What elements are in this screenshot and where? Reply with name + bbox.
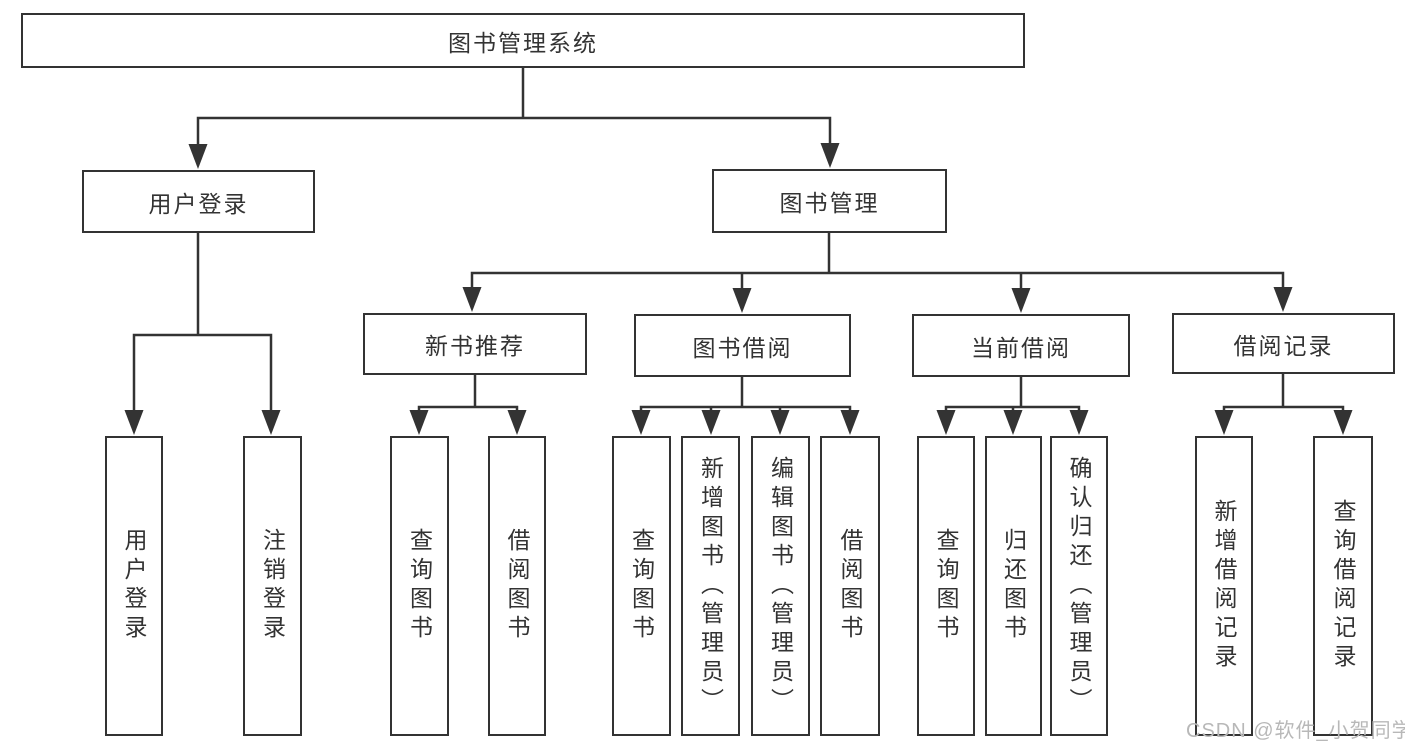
- arrow-down-icon: [188, 144, 208, 169]
- leaf-logout: 注销登录: [243, 436, 302, 736]
- arrow-down-icon: [701, 410, 721, 435]
- arrow-down-icon: [462, 287, 482, 312]
- arrow-down-icon: [732, 288, 752, 313]
- leaf-query-books-current: 查询图书: [917, 436, 975, 736]
- arrow-down-icon: [820, 143, 840, 168]
- arrow-down-icon: [124, 410, 144, 435]
- arrow-down-icon: [1003, 410, 1023, 435]
- leaf-query-borrow-record: 查询借阅记录: [1313, 436, 1373, 736]
- node-new-book-recommend: 新书推荐: [363, 313, 587, 375]
- leaf-add-borrow-record: 新增借阅记录: [1195, 436, 1253, 736]
- node-current-borrowing: 当前借阅: [912, 314, 1130, 377]
- leaf-user-login: 用户登录: [105, 436, 163, 736]
- node-root-system: 图书管理系统: [21, 13, 1025, 68]
- leaf-borrow-books-recommend: 借阅图书: [488, 436, 546, 736]
- node-borrow-records: 借阅记录: [1172, 313, 1395, 374]
- arrow-down-icon: [631, 410, 651, 435]
- arrow-down-icon: [840, 410, 860, 435]
- leaf-add-books-admin: 新增图书（管理员）: [681, 436, 740, 736]
- arrow-down-icon: [261, 410, 281, 435]
- leaf-edit-books-admin: 编辑图书（管理员）: [751, 436, 810, 736]
- arrow-down-icon: [1273, 287, 1293, 312]
- arrow-down-icon: [1214, 410, 1234, 435]
- arrow-down-icon: [409, 410, 429, 435]
- node-book-management: 图书管理: [712, 169, 947, 233]
- connector-path: [132, 68, 1345, 411]
- arrow-down-icon: [507, 410, 527, 435]
- arrow-down-icon: [1333, 410, 1353, 435]
- arrow-down-icon: [1011, 288, 1031, 313]
- leaf-borrow-books: 借阅图书: [820, 436, 880, 736]
- leaf-confirm-return-admin: 确认归还（管理员）: [1050, 436, 1108, 736]
- node-user-login: 用户登录: [82, 170, 315, 233]
- node-book-borrowing: 图书借阅: [634, 314, 851, 377]
- leaf-query-books-recommend: 查询图书: [390, 436, 449, 736]
- arrow-down-icon: [1069, 410, 1089, 435]
- arrow-down-icon: [936, 410, 956, 435]
- leaf-query-books-borrow: 查询图书: [612, 436, 671, 736]
- arrow-down-icon: [770, 410, 790, 435]
- leaf-return-books: 归还图书: [985, 436, 1042, 736]
- csdn-watermark: CSDN @软件_小贺同学: [1186, 720, 1405, 742]
